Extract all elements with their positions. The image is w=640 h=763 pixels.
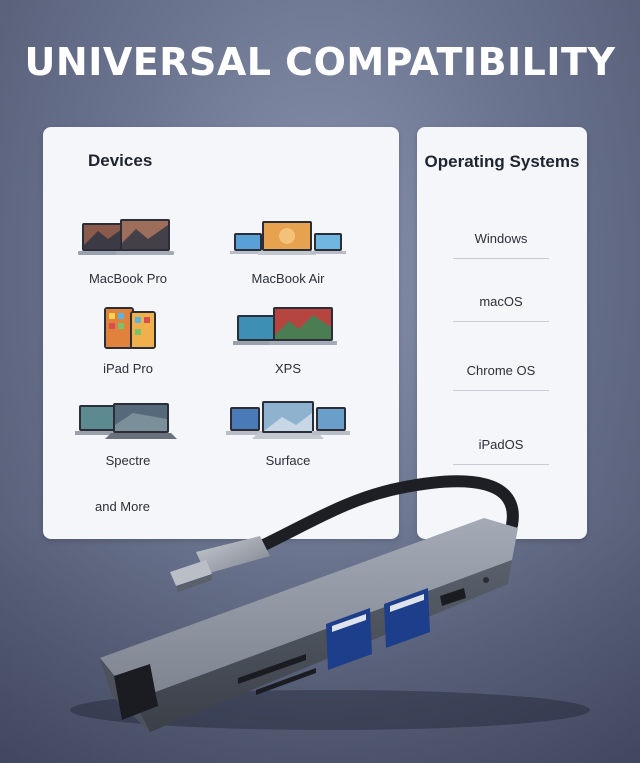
macbook-air-icon <box>230 217 346 261</box>
device-label: XPS <box>274 361 301 376</box>
device-label: Surface <box>265 453 311 468</box>
os-item-chrome-os: Chrome OS <box>466 363 536 378</box>
usb-c-port <box>440 588 466 606</box>
ipad-pro-icon <box>78 305 178 351</box>
os-item-windows: Windows <box>474 231 528 246</box>
divider <box>453 321 549 322</box>
macbook-pro-icon <box>78 217 178 261</box>
status-led <box>483 577 489 583</box>
hub-cable <box>226 475 519 566</box>
sd-card-slot <box>238 654 306 684</box>
spectre-laptop-icon <box>75 399 178 443</box>
xps-laptop-icon <box>233 305 338 351</box>
os-item-macos: macOS <box>479 294 523 309</box>
devices-title: Devices <box>88 151 153 170</box>
device-macbook-pro: MacBook Pro <box>58 217 198 286</box>
os-card: Operating Systems Windows macOS Chrome O… <box>417 127 587 539</box>
usb-c-plug <box>170 536 270 592</box>
os-item-ipados: iPadOS <box>478 437 524 452</box>
device-label: MacBook Pro <box>88 271 168 286</box>
headline: UNIVERSAL COMPATIBILITY <box>24 40 616 84</box>
device-label: Spectre <box>105 453 151 468</box>
device-xps: XPS <box>218 305 358 376</box>
device-ipad-pro: iPad Pro <box>58 305 198 376</box>
device-label: iPad Pro <box>103 361 153 376</box>
device-surface: Surface <box>218 399 358 468</box>
usb-a-port <box>384 588 430 648</box>
os-title: Operating Systems <box>424 152 580 171</box>
device-macbook-air: MacBook Air <box>218 217 358 286</box>
hdmi-port <box>114 664 158 720</box>
hub-body-top <box>100 518 518 700</box>
and-more-label: and More <box>95 499 150 514</box>
usb-a-port <box>326 608 372 670</box>
device-spectre: Spectre <box>58 399 198 468</box>
divider <box>453 464 549 465</box>
devices-card: Devices MacBook Pro <box>43 127 399 539</box>
tf-card-slot <box>256 668 316 695</box>
divider <box>453 390 549 391</box>
surface-laptop-icon <box>226 399 350 443</box>
divider <box>453 258 549 259</box>
device-label: MacBook Air <box>251 271 325 286</box>
